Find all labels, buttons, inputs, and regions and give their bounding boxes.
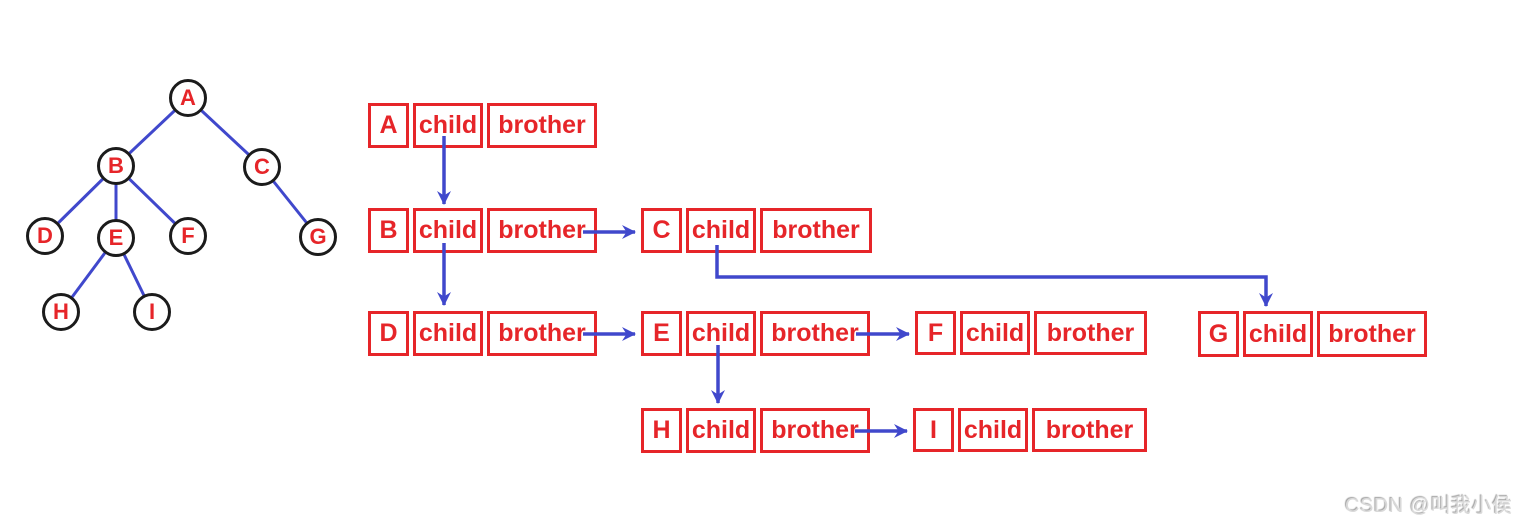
tree-node-label: H [53,299,69,324]
data-cell: E [641,311,682,356]
tree-node-E: E [97,219,135,257]
brother-pointer-cell: brother [760,408,870,453]
tree-node-G: G [299,218,337,256]
brother-pointer-cell: brother [760,311,870,356]
data-cell: G [1198,311,1239,357]
tree-node-D: D [26,217,64,255]
child-pointer-cell: child [686,208,756,253]
tree-node-A: A [169,79,207,117]
tree-node-label: A [180,85,196,110]
tree-node-B: B [97,147,135,185]
data-cell: D [368,311,409,356]
tree-node-label: F [181,223,195,248]
child-pointer-cell: child [413,208,483,253]
child-pointer-cell: child [958,408,1028,452]
child-pointer-cell: child [686,311,756,356]
brother-pointer-cell: brother [1034,311,1147,355]
data-cell: F [915,311,956,355]
tree-node-label: C [254,154,270,179]
child-pointer-cell: child [960,311,1030,355]
brother-pointer-cell: brother [1032,408,1147,452]
brother-pointer-cell: brother [1317,311,1427,357]
brother-pointer-cell: brother [760,208,872,253]
data-cell: I [913,408,954,452]
child-pointer-cell: child [413,103,483,148]
tree-node-label: G [309,224,327,249]
tree-node-label: E [108,225,124,250]
data-cell: A [368,103,409,148]
pointer-arrow-C-child-G [715,245,1273,307]
data-cell: B [368,208,409,253]
tree-node-label: I [148,299,156,324]
tree-node-label: B [108,153,124,178]
brother-pointer-cell: brother [487,208,597,253]
brother-pointer-cell: brother [487,311,597,356]
child-pointer-cell: child [1243,311,1313,357]
child-pointer-cell: child [686,408,756,453]
data-cell: H [641,408,682,453]
csdn-watermark: CSDN @叫我小侯吧 [1345,495,1513,517]
brother-pointer-cell: brother [487,103,597,148]
tree-node-C: C [243,148,281,186]
tree-node-F: F [169,217,207,255]
child-pointer-cell: child [413,311,483,356]
tree-node-label: D [37,223,53,248]
tree-node-I: I [133,293,171,331]
tree-node-H: H [42,293,80,331]
data-cell: C [641,208,682,253]
